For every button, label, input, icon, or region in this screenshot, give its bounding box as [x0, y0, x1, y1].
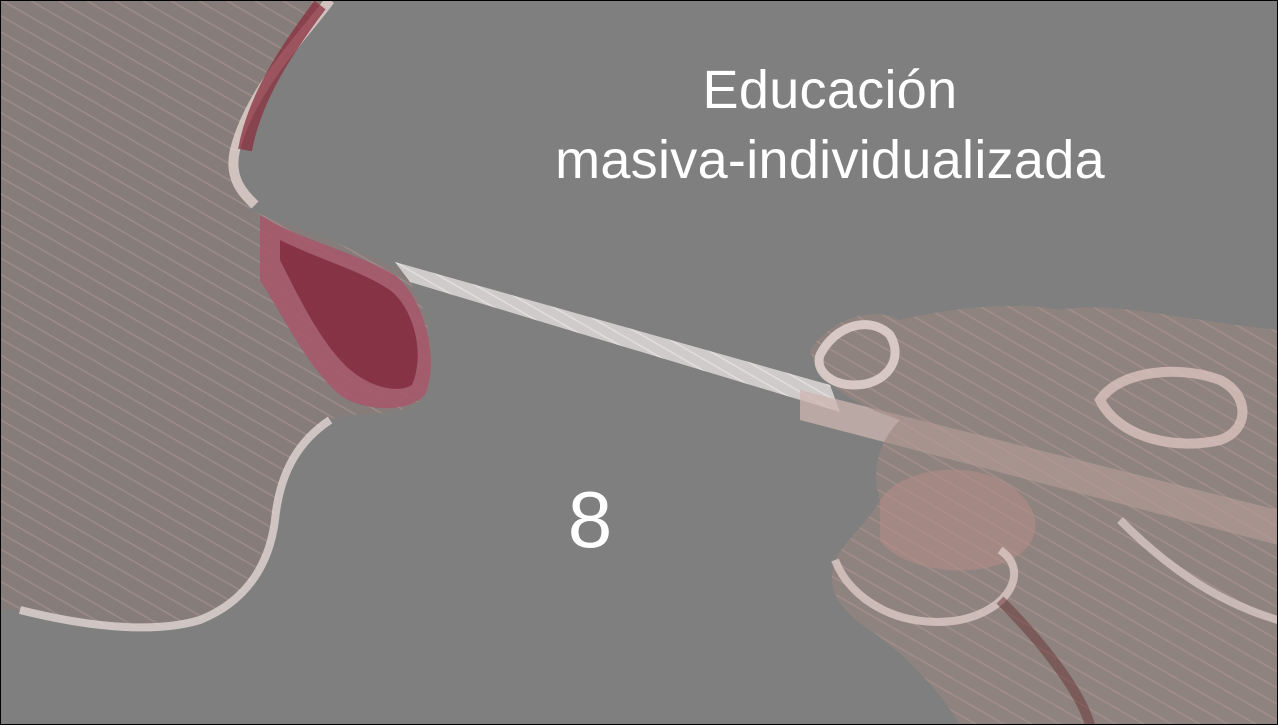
slide-number: 8	[567, 475, 613, 564]
title-line-1: Educación	[702, 60, 958, 120]
title-line-2: masiva-individualizada	[555, 130, 1105, 190]
hand	[810, 305, 1278, 725]
slide-title: Educación masiva-individualizada	[470, 55, 1190, 195]
face-profile	[0, 0, 431, 632]
